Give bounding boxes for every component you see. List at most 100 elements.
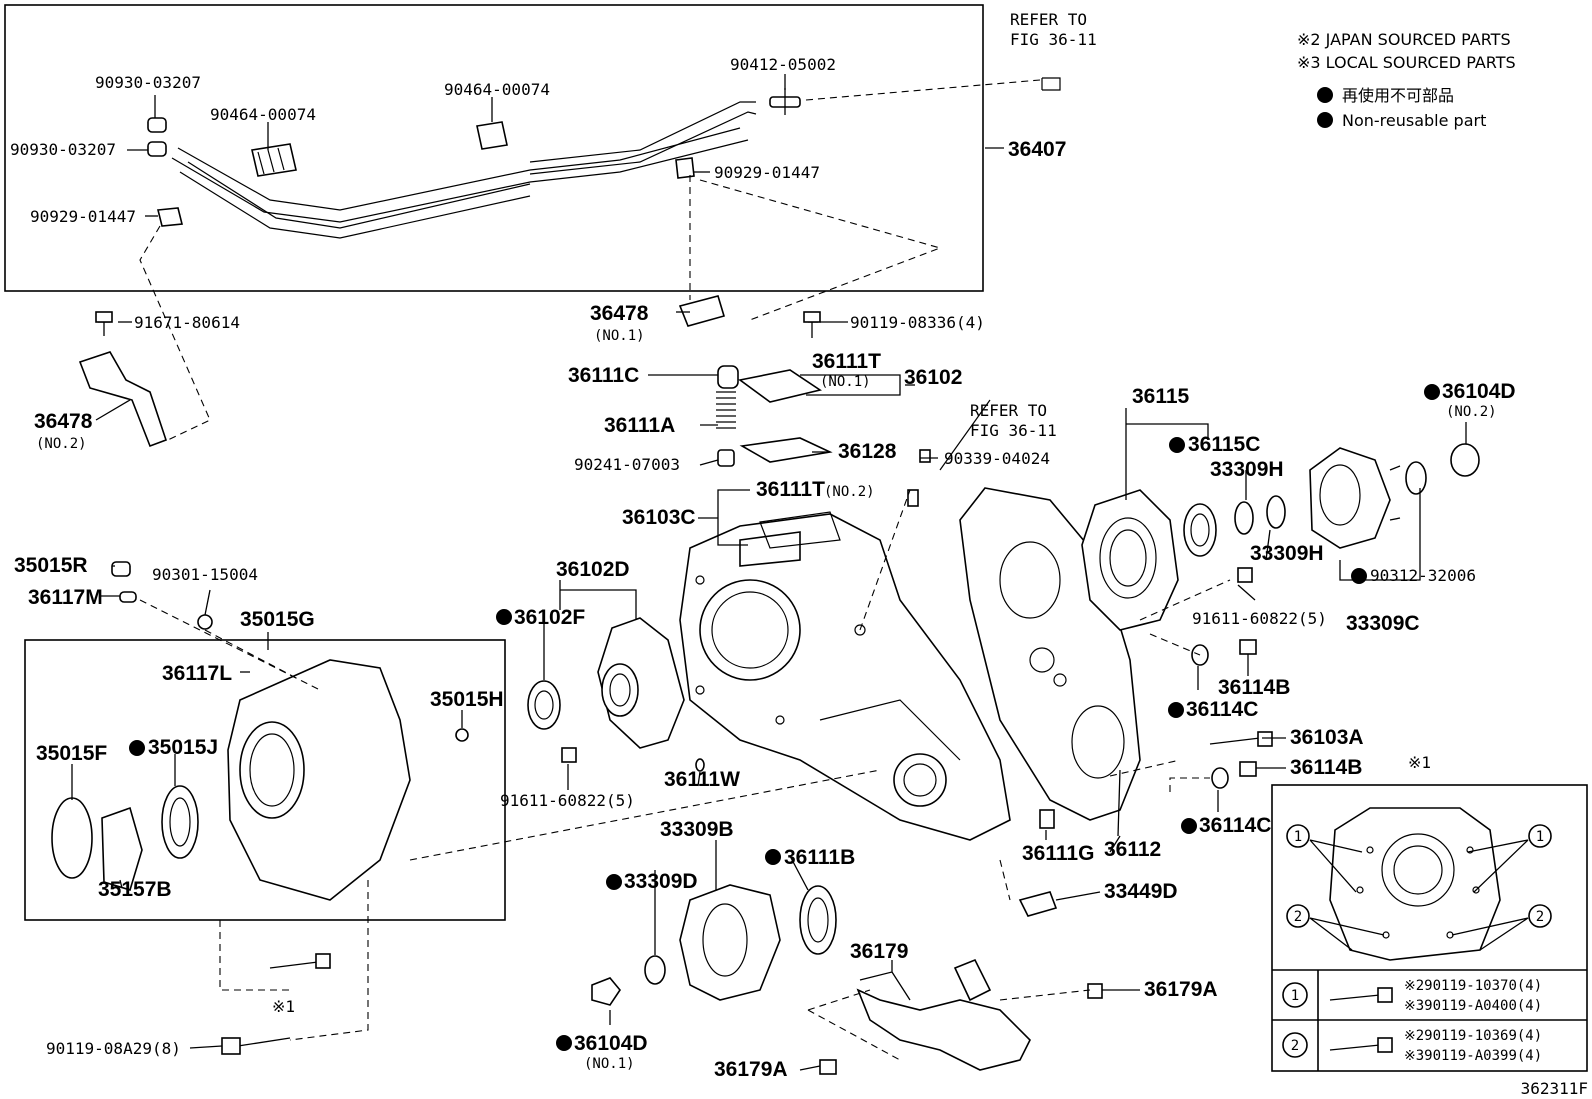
label-36115: 36115 xyxy=(1132,385,1190,408)
hose-bracket xyxy=(78,295,726,448)
label-90930-b: 90930-03207 xyxy=(10,140,116,159)
label-36111C: 36111C xyxy=(568,364,639,387)
label-36478-no2: 36478 xyxy=(34,410,93,433)
dashed-leaders xyxy=(139,79,1231,1061)
label-91611-b: 91611-60822(5) xyxy=(500,791,635,810)
label-33309H-1: 33309H xyxy=(1210,458,1284,481)
label-90119-08336: 90119-08336(4) xyxy=(850,313,985,332)
label-90464-b: 90464-00074 xyxy=(444,80,550,99)
label-35015J: 35015J xyxy=(148,736,218,759)
svg-text:1: 1 xyxy=(1294,829,1302,845)
rear-output-retainer xyxy=(1081,489,1179,631)
label-90312: 90312-32006 xyxy=(1370,566,1476,585)
label-36103A: 36103A xyxy=(1290,726,1364,749)
breather-hose xyxy=(171,101,757,239)
label-x1-b: ※1 xyxy=(1408,753,1431,772)
label-36111B: 36111B xyxy=(784,846,855,869)
extension-housing xyxy=(227,659,469,901)
label-36102D: 36102D xyxy=(556,558,630,581)
union-fitting xyxy=(147,88,801,157)
legend-row2-a: ※290119-10369(4) xyxy=(1404,1028,1542,1044)
seal-36102F xyxy=(527,680,561,730)
label-90929-b: 90929-01447 xyxy=(714,163,820,182)
extension-seals xyxy=(51,785,199,892)
legend-num-2: 2 xyxy=(1291,1038,1299,1054)
label-36102: 36102 xyxy=(904,366,962,389)
label-no2-c: (NO.2) xyxy=(1446,404,1497,420)
label-90412: 90412-05002 xyxy=(730,55,836,74)
label-36407: 36407 xyxy=(1008,138,1066,161)
legend-row1-b: ※390119-A0400(4) xyxy=(1404,998,1542,1014)
label-36111W: 36111W xyxy=(664,768,740,791)
label-33309H-2: 33309H xyxy=(1250,542,1324,565)
label-33309D: 33309D xyxy=(624,870,698,893)
companion-flange-rear xyxy=(1309,447,1401,549)
rear-seal-bearings xyxy=(1183,443,1480,557)
label-33309B: 33309B xyxy=(660,818,734,841)
label-35015G: 35015G xyxy=(240,608,315,631)
refer-top-2: FIG 36-11 xyxy=(1010,30,1097,49)
svg-text:2: 2 xyxy=(1294,909,1302,925)
legend-case-figure xyxy=(1282,807,1552,1058)
legend-table: 1 ※290119-10370(4) ※390119-A0400(4) 2 ※2… xyxy=(1291,978,1542,1064)
label-36114C-1: 36114C xyxy=(1186,698,1258,721)
label-no2-a: (NO.2) xyxy=(36,436,87,452)
shift-cover-parts xyxy=(716,365,833,467)
figure-id: 362311F xyxy=(1521,1079,1588,1098)
part-labels: 90930-03207 90930-03207 90464-00074 9046… xyxy=(10,55,1516,1081)
label-36114B-1: 36114B xyxy=(1218,676,1290,699)
label-36179: 36179 xyxy=(850,940,908,963)
label-90930-a: 90930-03207 xyxy=(95,73,201,92)
notes: ※2 JAPAN SOURCED PARTS ※3 LOCAL SOURCED … xyxy=(1297,30,1516,130)
label-36111G: 36111G xyxy=(1022,842,1094,865)
label-36128: 36128 xyxy=(838,440,897,463)
label-90241: 90241-07003 xyxy=(574,455,680,474)
extension-housing-frame xyxy=(24,639,506,921)
hose-assembly-frame xyxy=(4,4,984,292)
label-no2-b: (NO.2) xyxy=(824,484,875,500)
label-90464-a: 90464-00074 xyxy=(210,105,316,124)
label-35015H: 35015H xyxy=(430,688,504,711)
label-36103C: 36103C xyxy=(622,506,696,529)
label-33309C: 33309C xyxy=(1346,612,1420,635)
label-x1-a: ※1 xyxy=(272,997,295,1016)
note-jp-nonreusable: 再使用不可部品 xyxy=(1342,86,1454,105)
solid-leaders xyxy=(71,74,1467,1071)
label-no1-b: (NO.1) xyxy=(820,374,871,390)
label-91671: 91671-80614 xyxy=(134,313,240,332)
bolts xyxy=(95,311,1273,1075)
label-36104D-no1: 36104D xyxy=(574,1032,648,1055)
label-33449D: 33449D xyxy=(1104,880,1178,903)
label-36104D-no2: 36104D xyxy=(1442,380,1516,403)
hose-clip xyxy=(156,121,695,227)
svg-text:1: 1 xyxy=(1536,829,1544,845)
label-36111T-1: 36111T xyxy=(812,350,881,373)
label-90929-a: 90929-01447 xyxy=(30,207,136,226)
legend-num-1: 1 xyxy=(1291,988,1299,1004)
refer-mid-2: FIG 36-11 xyxy=(970,421,1057,440)
label-36102F: 36102F xyxy=(514,606,585,629)
refer-mid-1: REFER TO xyxy=(970,401,1047,420)
non-reusable-bullets xyxy=(129,87,1440,1051)
legend-row1-a: ※290119-10370(4) xyxy=(1404,978,1542,994)
companion-flange-front xyxy=(591,884,781,1006)
label-90119-08A29: 90119-08A29(8) xyxy=(46,1039,181,1058)
note-japan: ※2 JAPAN SOURCED PARTS xyxy=(1297,30,1511,49)
label-36112: 36112 xyxy=(1104,838,1161,861)
label-36115C: 36115C xyxy=(1188,433,1260,456)
label-no1-c: (NO.1) xyxy=(584,1056,635,1072)
legend-box xyxy=(1271,784,1588,1072)
label-36179A-2: 36179A xyxy=(714,1058,788,1081)
svg-text:2: 2 xyxy=(1536,909,1544,925)
label-36114C-2: 36114C xyxy=(1199,814,1271,837)
label-35015R: 35015R xyxy=(14,554,88,577)
label-no1-a: (NO.1) xyxy=(594,328,645,344)
front-oil-seal xyxy=(799,885,837,955)
label-36111T-2: 36111T xyxy=(756,478,825,501)
label-91611-a: 91611-60822(5) xyxy=(1192,609,1327,628)
skid-plate xyxy=(856,958,1031,1071)
label-90339: 90339-04024 xyxy=(944,449,1050,468)
label-36117L: 36117L xyxy=(162,662,232,685)
label-90301: 90301-15004 xyxy=(152,565,258,584)
